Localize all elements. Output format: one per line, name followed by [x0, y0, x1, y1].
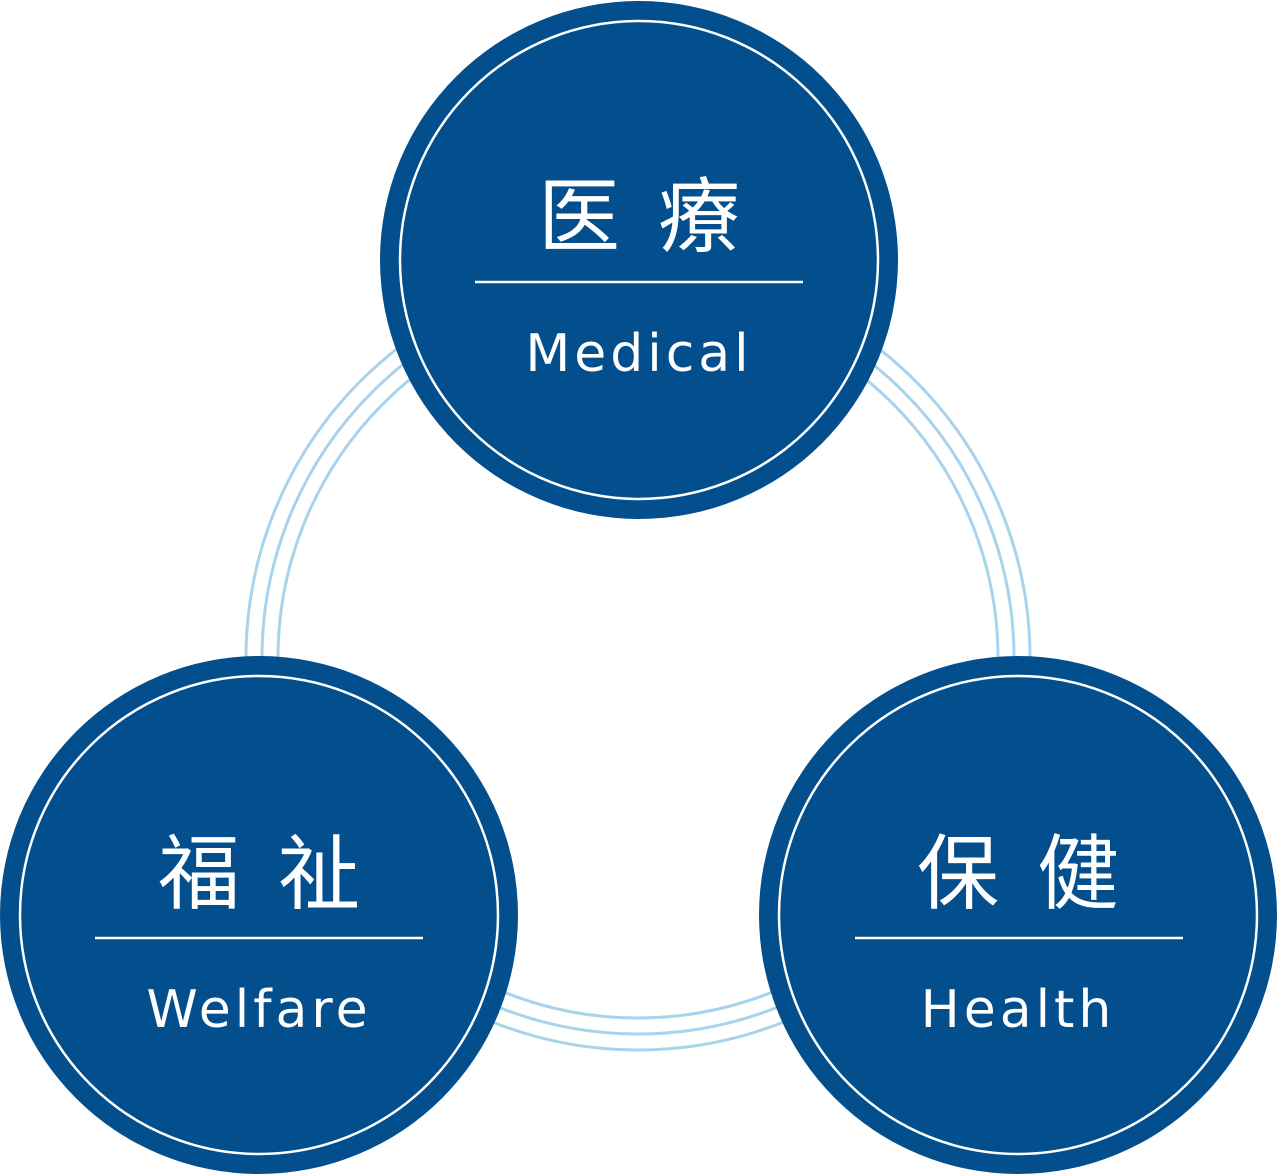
node-health-ja-label: 保健 [917, 827, 1157, 922]
node-welfare: 福祉 Welfare [0, 656, 518, 1174]
node-welfare-en-label: Welfare [146, 980, 371, 1040]
node-health-inner-ring [777, 674, 1259, 1156]
node-welfare-disc [0, 656, 518, 1174]
node-welfare-ja-label: 福祉 [158, 827, 398, 922]
node-medical-inner-ring [398, 19, 880, 501]
node-medical-en-label: Medical [525, 324, 752, 384]
node-health-disc [759, 656, 1277, 1174]
node-health: 保健 Health [759, 656, 1277, 1174]
node-medical-ja-label: 医療 [538, 170, 778, 265]
node-medical: 医療 Medical [380, 1, 898, 519]
node-health-en-label: Health [921, 980, 1116, 1040]
node-welfare-inner-ring [18, 674, 500, 1156]
node-medical-disc [380, 1, 898, 519]
